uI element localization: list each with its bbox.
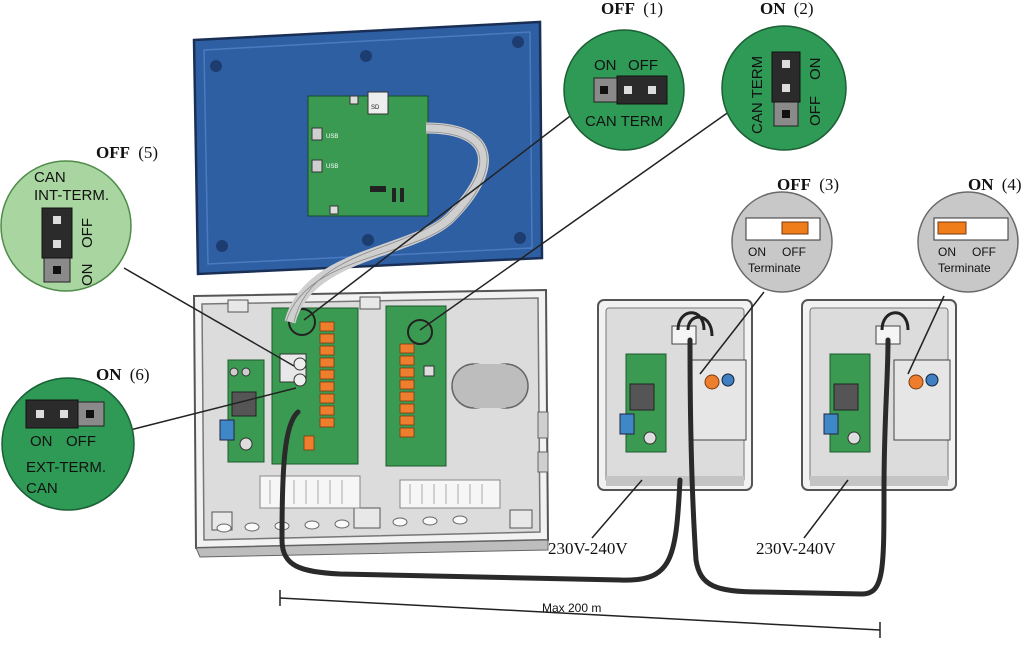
usb-label-1: USB — [326, 134, 338, 140]
display-lid: USB USB SD — [192, 20, 544, 324]
jumper-header-1 — [593, 75, 668, 105]
callout-6-number: (6) — [130, 365, 150, 384]
callout-5-number: (5) — [138, 143, 158, 162]
controller-board-right — [385, 305, 447, 467]
callout-4-state: ON — [968, 175, 994, 194]
distance-dimension — [279, 590, 881, 638]
callout-1-off-label: OFF — [628, 57, 658, 74]
main-controller-housing — [192, 288, 550, 558]
callout-int-term-off: OFF (5) CAN INT-TERM. OFF ON — [0, 143, 158, 292]
display-board: USB USB SD — [307, 91, 429, 217]
callout-1-on-label: ON — [594, 57, 617, 74]
sd-label: SD — [371, 105, 380, 111]
callout-1-state: OFF — [601, 0, 635, 18]
slave-module-right — [801, 299, 957, 491]
slave-module-left — [597, 299, 753, 491]
svg-text:OFF (1): OFF (1) — [601, 0, 663, 18]
callout-2-number: (2) — [794, 0, 814, 18]
jumper-header-2 — [771, 51, 801, 127]
callout-2-state: ON — [760, 0, 786, 18]
can-bus-cable — [279, 337, 891, 597]
slide-switch-4 — [933, 217, 1009, 241]
callout-5-line1: CAN — [34, 169, 66, 186]
callout-3-off-label: OFF — [782, 245, 806, 259]
callout-4-caption: Terminate — [938, 261, 991, 275]
slide-switch-3 — [745, 217, 821, 241]
callout-6-off-label: OFF — [66, 433, 96, 450]
callout-can-term-off: OFF (1) ON OFF CAN TERM — [563, 0, 685, 151]
callout-3-caption: Terminate — [748, 261, 801, 275]
callout-1-number: (1) — [643, 0, 663, 18]
voltage-label-left: 230V-240V — [548, 539, 628, 558]
callout-can-term-on: ON (2) CAN TERM ON OFF — [721, 0, 847, 151]
terminal-strip — [259, 475, 501, 509]
leader-lines — [123, 103, 945, 539]
callout-5-on-label: ON — [79, 264, 96, 287]
callout-4-on-label: ON — [938, 245, 956, 259]
svg-text:OFF (5): OFF (5) — [96, 143, 158, 162]
svg-text:ON (6): ON (6) — [96, 365, 150, 384]
callout-terminate-on: ON (4) ON OFF Terminate — [917, 175, 1022, 293]
jumper-header-5 — [41, 207, 73, 283]
usb-label-2: USB — [326, 164, 338, 170]
callout-4-off-label: OFF — [972, 245, 996, 259]
callout-6-on-label: ON — [30, 433, 53, 450]
callout-ext-term-on: ON (6) ON OFF EXT-TERM. CAN — [1, 365, 150, 511]
svg-text:ON (4): ON (4) — [968, 175, 1022, 194]
callout-4-number: (4) — [1002, 175, 1022, 194]
ribbon-cable — [284, 122, 489, 324]
svg-text:ON (2): ON (2) — [760, 0, 814, 18]
distance-label: Max 200 m — [542, 601, 601, 615]
callout-6-state: ON — [96, 365, 122, 384]
callout-6-line2: CAN — [26, 480, 58, 497]
callout-5-off-label: OFF — [79, 218, 96, 248]
callout-3-on-label: ON — [748, 245, 766, 259]
callout-2-can-label: CAN TERM — [749, 56, 766, 134]
callout-1-caption: CAN TERM — [585, 113, 663, 130]
svg-text:OFF (3): OFF (3) — [777, 175, 839, 194]
callout-3-state: OFF — [777, 175, 811, 194]
power-supply-board — [219, 359, 265, 463]
jumper-header-6 — [25, 399, 105, 429]
callout-3-number: (3) — [819, 175, 839, 194]
callout-2-on-label: ON — [807, 58, 824, 81]
callout-terminate-off: OFF (3) ON OFF Terminate — [731, 175, 839, 293]
callout-6-line1: EXT-TERM. — [26, 459, 106, 476]
callout-2-off-label: OFF — [807, 96, 824, 126]
callout-5-state: OFF — [96, 143, 130, 162]
callout-5-line2: INT-TERM. — [34, 187, 109, 204]
voltage-label-right: 230V-240V — [756, 539, 836, 558]
